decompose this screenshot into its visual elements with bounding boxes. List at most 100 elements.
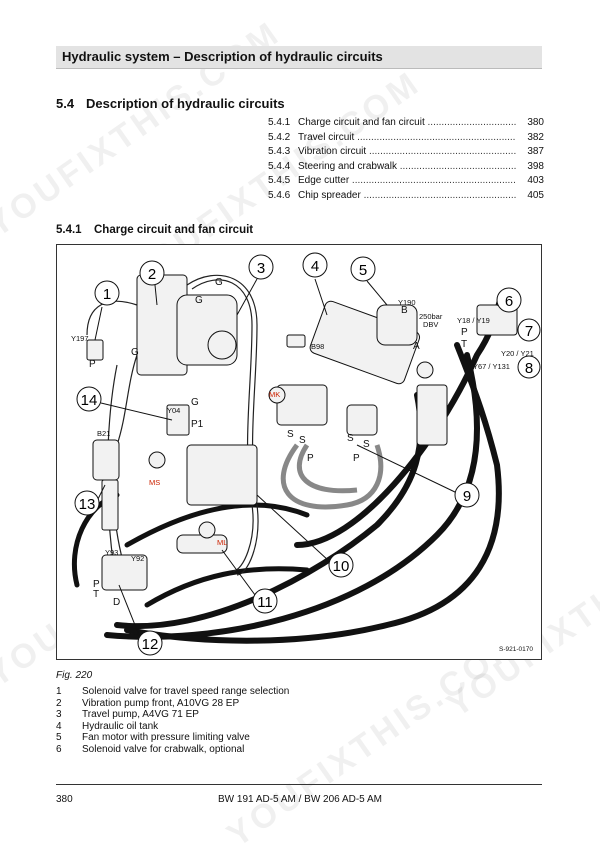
svg-text:10: 10 — [333, 558, 350, 575]
callout-11: 11 — [221, 549, 278, 614]
component-labels: Y197 B21 Y04 MS MK ML B98 Y190 250bar DB… — [71, 298, 534, 563]
label-b21: B21 — [97, 429, 110, 438]
label-ml: ML — [217, 538, 227, 547]
toc-page: 387 — [516, 145, 544, 160]
toc-number: 5.4.4 — [268, 160, 291, 172]
svg-text:1: 1 — [103, 286, 111, 303]
toc-number: 5.4.1 — [268, 117, 291, 128]
callout-2: 2 — [139, 260, 165, 306]
page-header: Hydraulic system – Description of hydrau… — [56, 46, 542, 69]
callout-3: 3 — [236, 254, 274, 316]
return-hoses — [280, 443, 384, 510]
port-g: G — [131, 347, 139, 358]
label-y92: Y92 — [131, 554, 144, 563]
toc-label: Steering and crabwalk — [298, 160, 516, 175]
port-b: B — [401, 305, 408, 316]
subsection-title: Charge circuit and fan circuit — [94, 224, 254, 236]
svg-text:12: 12 — [142, 636, 159, 653]
svg-text:5: 5 — [359, 262, 367, 279]
figure-caption: Fig. 220 — [56, 670, 93, 681]
port-s: S — [299, 435, 306, 446]
port-p: P — [89, 359, 96, 370]
footer-divider — [56, 784, 542, 785]
callouts: 1 2 3 4 5 6 7 8 9 10 11 12 13 14 — [74, 252, 541, 656]
hoses — [71, 292, 505, 644]
label-y04: Y04 — [167, 406, 180, 415]
label-250bar: 250bar — [419, 312, 443, 321]
port-p: P — [93, 579, 100, 590]
svg-text:14: 14 — [81, 392, 98, 409]
port-p: P — [353, 453, 360, 464]
svg-text:9: 9 — [463, 488, 471, 505]
port-s: S — [363, 439, 370, 450]
svg-text:6: 6 — [505, 293, 513, 310]
toc-entry[interactable]: 5.4.1 Charge circuit and fan circuit 380 — [268, 116, 544, 131]
figure-reference: S-921-0170 — [499, 646, 533, 653]
toc-page: 382 — [516, 130, 544, 145]
callout-5: 5 — [350, 256, 388, 306]
callout-13: 13 — [74, 484, 106, 516]
toc-number: 5.4.3 — [268, 146, 291, 157]
port-a: A — [413, 341, 420, 352]
toc-label: Vibration circuit — [298, 145, 516, 160]
label-y93: Y93 — [105, 548, 118, 557]
toc-label: Charge circuit and fan circuit — [298, 116, 516, 131]
components — [86, 274, 518, 591]
toc-label: Edge cutter — [298, 174, 516, 189]
callout-4: 4 — [302, 252, 328, 316]
toc-entry[interactable]: 5.4.2 Travel circuit 382 — [268, 130, 544, 145]
label-y197: Y197 — [71, 334, 89, 343]
svg-text:2: 2 — [148, 266, 156, 283]
callout-10: 10 — [256, 494, 354, 578]
port-d: D — [113, 597, 120, 608]
section-number: 5.4 — [56, 96, 75, 111]
toc-page: 405 — [516, 188, 544, 203]
label-mk: MK — [269, 390, 280, 399]
svg-text:11: 11 — [257, 594, 273, 611]
svg-text:4: 4 — [311, 258, 319, 275]
label-ms: MS — [149, 478, 160, 487]
label-y190: Y190 — [398, 298, 416, 307]
toc-number: 5.4.6 — [268, 189, 291, 201]
label-y20-y21: Y20 / Y21 — [501, 349, 534, 358]
table-of-contents: 5.4.1 Charge circuit and fan circuit 380… — [268, 116, 544, 203]
callout-7: 7 — [517, 318, 541, 342]
footer-model: BW 191 AD-5 AM / BW 206 AD-5 AM — [218, 794, 382, 805]
toc-entry[interactable]: 5.4.3 Vibration circuit 387 — [268, 145, 544, 160]
callout-6: 6 — [496, 287, 522, 313]
hydraulic-diagram-svg: 1 2 3 4 5 6 7 8 9 10 11 12 13 14 Y197 B2… — [71, 252, 541, 656]
callout-12: 12 — [118, 584, 163, 656]
toc-page: 403 — [516, 174, 544, 189]
callout-14: 14 — [76, 386, 173, 421]
toc-entry[interactable]: 5.4.4 Steering and crabwalk 398 — [268, 159, 544, 175]
port-g: G — [195, 295, 203, 306]
port-s: S — [347, 433, 354, 444]
toc-entry[interactable]: 5.4.6 Chip spreader 405 — [268, 188, 544, 204]
toc-entry[interactable]: 5.4.5 Edge cutter 403 — [268, 174, 544, 189]
toc-label: Chip spreader — [298, 189, 516, 204]
callout-8: 8 — [517, 355, 541, 379]
port-t: T — [461, 339, 467, 350]
callout-1: 1 — [94, 280, 120, 341]
toc-page: 398 — [516, 159, 544, 174]
page-number: 380 — [56, 794, 73, 805]
hydraulic-diagram: 1 2 3 4 5 6 7 8 9 10 11 12 13 14 Y197 B2… — [56, 244, 542, 660]
subsection-number: 5.4.1 — [56, 224, 82, 236]
label-b98: B98 — [311, 342, 324, 351]
toc-number: 5.4.5 — [268, 175, 291, 186]
callout-9: 9 — [356, 444, 480, 508]
port-p1: P1 — [191, 419, 204, 430]
port-t: T — [93, 589, 99, 600]
label-y67-y131: Y67 / Y131 — [473, 362, 510, 371]
svg-text:13: 13 — [79, 496, 96, 513]
toc-page: 380 — [516, 116, 544, 131]
port-g: G — [215, 277, 223, 288]
section-title: Description of hydraulic circuits — [86, 96, 285, 111]
port-letters: P G G G G P1 S S S S P P B A P T P T D — [89, 277, 468, 608]
